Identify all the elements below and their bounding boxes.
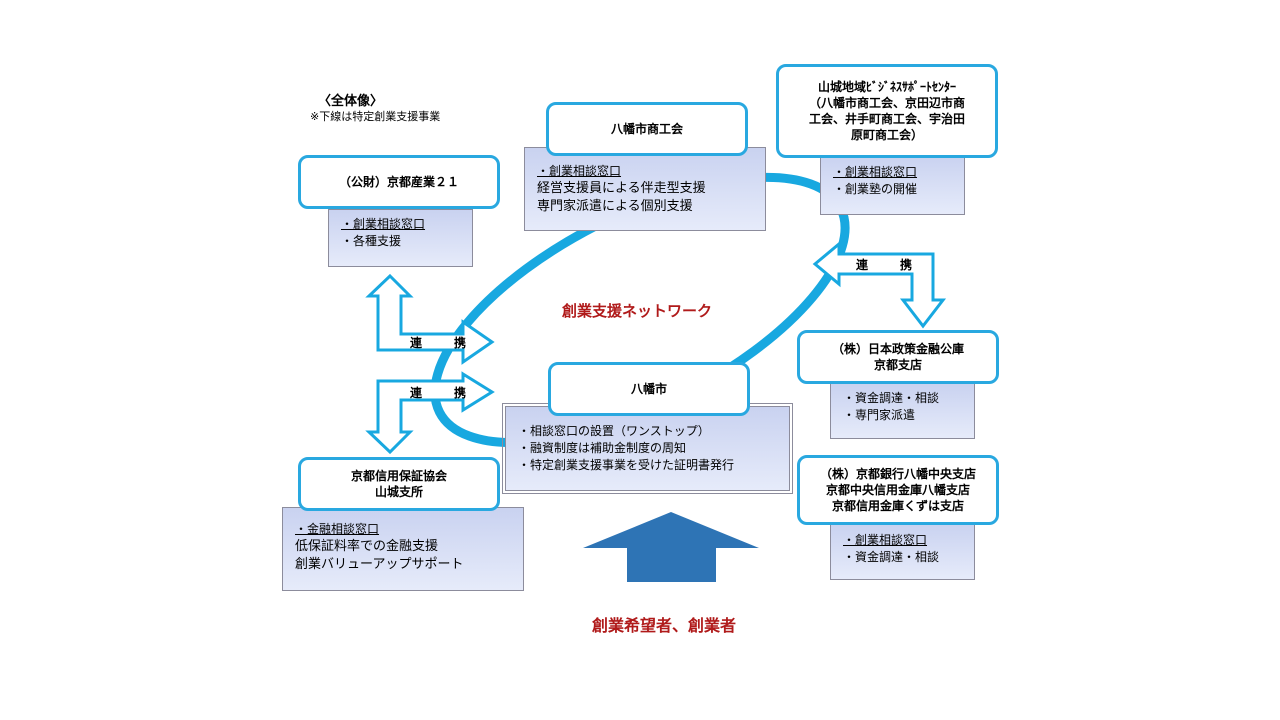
detail-item: ・創業相談窓口 (341, 217, 426, 231)
org-name-line: 京都支店 (873, 358, 922, 372)
org-yawata-city: 八幡市 (548, 362, 750, 416)
org-name-line: 山城地域ﾋﾞｼﾞﾈｽｻﾎﾟｰﾄｾﾝﾀｰ (817, 80, 956, 94)
org-name-line: 京都信用保証協会 (350, 469, 447, 483)
org-name: 八幡市 (630, 382, 667, 396)
network-label: 創業支援ネットワーク (562, 302, 713, 320)
detail-kyoto-sangyo21: ・創業相談窓口 ・各種支援 (328, 209, 473, 267)
org-name-line: （株）日本政策金融公庫 (831, 342, 964, 356)
detail-yamashiro-business-support: ・創業相談窓口 ・創業塾の開催 (820, 155, 965, 215)
renkei-arrow-3 (812, 240, 947, 329)
org-name-line: 京都信用金庫くずは支店 (831, 499, 964, 513)
detail-item: ・専門家派遣 (843, 408, 916, 422)
overview-note: ※下線は特定創業支援事業 (310, 110, 441, 123)
org-name: 八幡市商工会 (610, 122, 683, 136)
renkei-arrow-2 (365, 371, 495, 455)
org-name-line: 山城支所 (374, 485, 423, 499)
org-banks: （株）京都銀行八幡中央支店 京都中央信用金庫八幡支店 京都信用金庫くずは支店 (797, 455, 999, 525)
detail-item: ・創業塾の開催 (833, 182, 918, 196)
org-kyoto-sangyo21: （公財）京都産業２１ (298, 155, 500, 209)
org-name: （公財）京都産業２１ (338, 175, 459, 189)
detail-item: 創業バリューアップサポート (295, 557, 464, 572)
detail-item: ・特定創業支援事業を受けた証明書発行 (518, 458, 735, 472)
org-name-line: （八幡市商工会、京田辺市商 (808, 96, 965, 110)
org-name-line: 工会、井手町商工会、宇治田 (808, 112, 965, 126)
detail-credit-guarantee: ・金融相談窓口 低保証料率での金融支援 創業バリューアップサポート (282, 507, 524, 591)
detail-item: ・資金調達・相談 (843, 391, 940, 405)
detail-item: 低保証料率での金融支援 (295, 539, 439, 554)
org-yawata-shokokai: 八幡市商工会 (546, 102, 748, 156)
org-credit-guarantee: 京都信用保証協会 山城支所 (298, 457, 500, 511)
org-name-line: 京都中央信用金庫八幡支店 (825, 483, 970, 497)
org-yamashiro-business-support: 山城地域ﾋﾞｼﾞﾈｽｻﾎﾟｰﾄｾﾝﾀｰ （八幡市商工会、京田辺市商 工会、井手町… (776, 64, 998, 158)
detail-item: ・資金調達・相談 (843, 550, 940, 564)
detail-banks: ・創業相談窓口 ・資金調達・相談 (830, 523, 975, 580)
detail-item: ・創業相談窓口 (537, 164, 622, 178)
detail-item: ・各種支援 (341, 234, 402, 248)
target-users-label: 創業希望者、創業者 (592, 616, 737, 635)
detail-item: ・金融相談窓口 (295, 522, 380, 536)
detail-item: ・相談窓口の設置（ワンストップ） (518, 424, 710, 438)
org-name-line: 原町商工会） (850, 128, 923, 142)
support-up-arrow (583, 512, 759, 582)
detail-item: 専門家派遣による個別支援 (537, 199, 693, 214)
detail-item: 経営支援員による伴走型支援 (537, 181, 706, 196)
detail-item: ・融資制度は補助金制度の周知 (518, 441, 687, 455)
renkei-label: 連 携 (410, 386, 477, 400)
detail-yawata-city: ・相談窓口の設置（ワンストップ） ・融資制度は補助金制度の周知 ・特定創業支援事… (502, 403, 793, 494)
overview-title: 〈全体像〉 (318, 94, 384, 109)
org-name-line: （株）京都銀行八幡中央支店 (819, 467, 976, 481)
detail-item: ・創業相談窓口 (843, 533, 928, 547)
org-jfc-kyoto: （株）日本政策金融公庫 京都支店 (797, 330, 999, 384)
renkei-arrow-1 (365, 273, 495, 365)
detail-item: ・創業相談窓口 (833, 165, 918, 179)
renkei-label: 連 携 (856, 258, 923, 272)
detail-yawata-shokokai: ・創業相談窓口 経営支援員による伴走型支援 専門家派遣による個別支援 (524, 147, 766, 231)
detail-jfc-kyoto: ・資金調達・相談 ・専門家派遣 (830, 383, 975, 439)
renkei-label: 連 携 (410, 336, 477, 350)
